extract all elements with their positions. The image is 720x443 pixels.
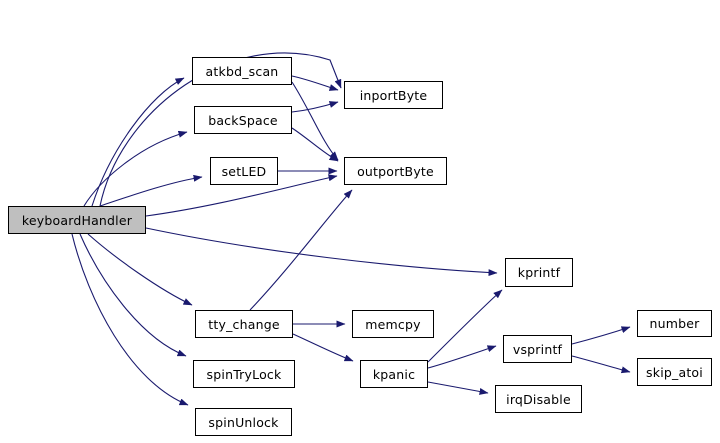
node-irqDisable[interactable]: irqDisable [495,385,582,413]
edge-vsprintf-to-skip_atoi [571,355,631,374]
node-label-vsprintf: vsprintf [512,341,563,357]
node-number[interactable]: number [637,310,712,337]
node-atkbd_scan[interactable]: atkbd_scan [192,57,292,85]
node-kpanic[interactable]: kpanic [360,360,428,388]
edge-kpanic-to-kprintf [427,289,503,363]
edge-backSpace-to-inportByte [291,101,339,113]
node-vsprintf[interactable]: vsprintf [503,335,572,363]
node-setLED[interactable]: setLED [210,157,278,185]
edge-backSpace-to-outportByte [291,127,339,162]
node-label-atkbd_scan: atkbd_scan [205,63,279,79]
edge-tty_change-to-kpanic [292,333,354,362]
node-memcpy[interactable]: memcpy [352,310,434,338]
edge-tty_change-to-outportByte [249,189,353,311]
node-skip_atoi[interactable]: skip_atoi [637,358,712,386]
node-label-kpanic: kpanic [372,366,416,382]
node-label-memcpy: memcpy [365,316,421,332]
node-kprintf[interactable]: kprintf [505,258,573,287]
edge-keyboardHandler-to-inportByte [99,52,342,207]
edge-keyboardHandler-to-atkbd_scan [91,77,185,207]
node-inportByte[interactable]: inportByte [344,81,443,109]
node-label-irqDisable: irqDisable [506,391,571,407]
edge-atkbd_scan-to-outportByte [291,81,339,161]
edge-vsprintf-to-number [571,326,631,345]
node-spinTryLock[interactable]: spinTryLock [193,360,295,388]
node-label-skip_atoi: skip_atoi [646,364,703,380]
edge-atkbd_scan-to-inportByte [291,75,339,91]
edge-keyboardHandler-to-tty_change [87,233,193,306]
node-label-outportByte: outportByte [357,163,434,179]
node-spinUnlock[interactable]: spinUnlock [195,408,292,436]
node-label-setLED: setLED [221,163,267,179]
node-label-tty_change: tty_change [208,316,280,332]
edge-keyboardHandler-to-backSpace [83,130,188,207]
edge-keyboardHandler-to-spinUnlock [71,233,189,406]
edge-keyboardHandler-to-setLED [99,174,203,207]
node-label-spinTryLock: spinTryLock [206,366,282,382]
node-label-spinUnlock: spinUnlock [208,414,279,430]
node-label-inportByte: inportByte [359,87,428,103]
edge-kpanic-to-vsprintf [427,345,497,369]
node-label-keyboardHandler: keyboardHandler [21,212,133,228]
node-outportByte[interactable]: outportByte [344,157,447,185]
edge-keyboardHandler-to-kprintf [145,227,498,277]
node-backSpace[interactable]: backSpace [194,106,292,134]
edge-keyboardHandler-to-spinTryLock [79,233,187,357]
node-label-kprintf: kprintf [517,265,561,280]
edge-keyboardHandler-to-outportByte [145,174,338,217]
node-tty_change[interactable]: tty_change [195,310,293,338]
edge-kpanic-to-irqDisable [427,381,489,395]
node-keyboardHandler[interactable]: keyboardHandler [8,206,146,234]
node-label-number: number [649,316,700,331]
node-label-backSpace: backSpace [208,112,278,128]
